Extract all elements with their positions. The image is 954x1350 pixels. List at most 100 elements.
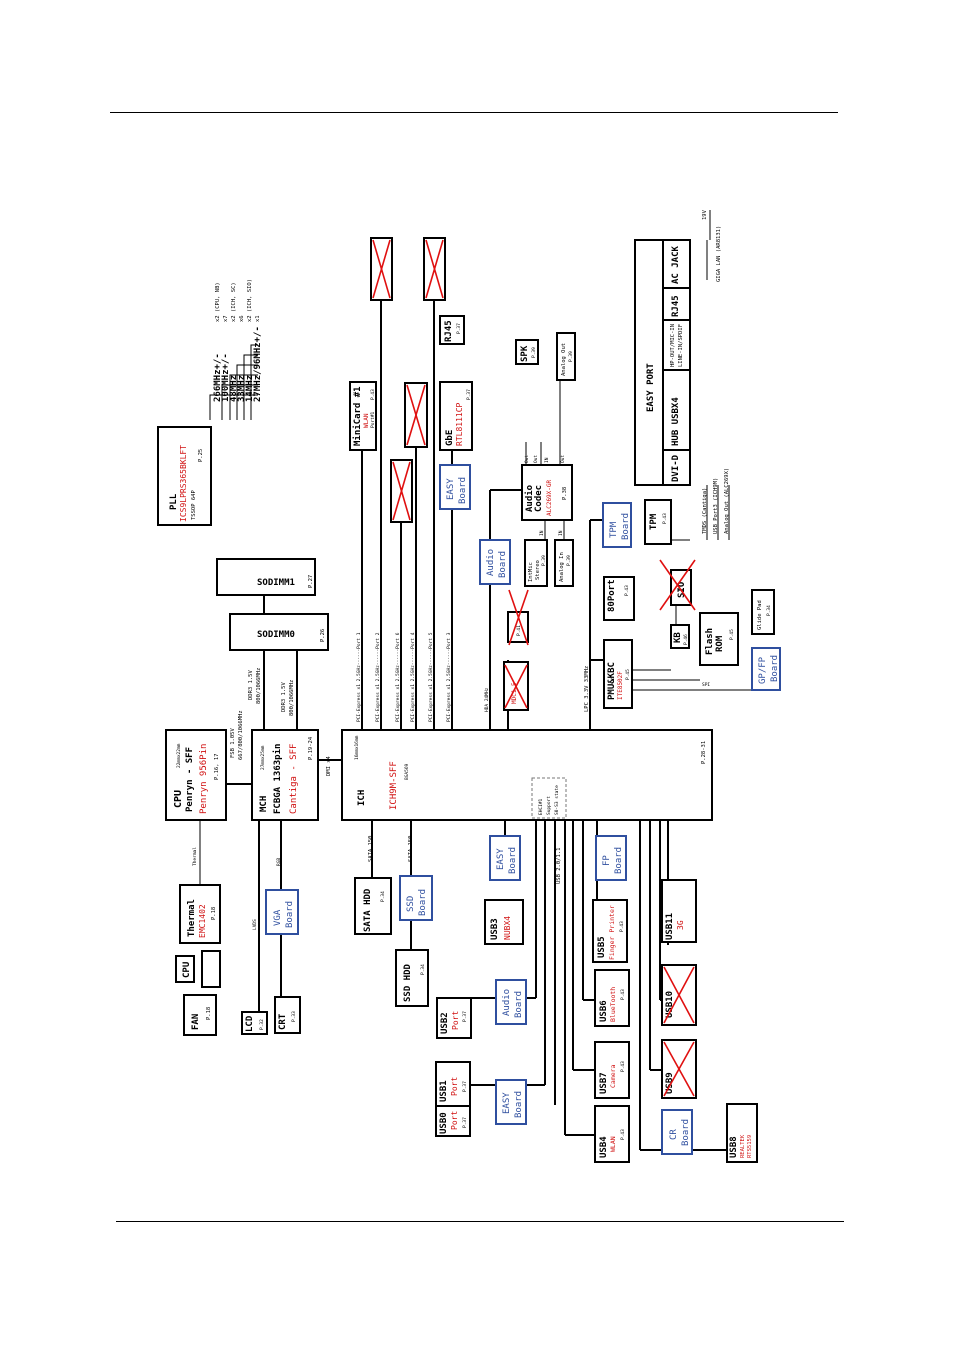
codec-port-label: IN xyxy=(558,530,564,536)
gpfp-board: GP/FP Board xyxy=(751,647,781,691)
ssd-hdd-block: SSD HDD P.34 xyxy=(395,949,429,1007)
easy-board-1-title: EASY xyxy=(496,848,506,870)
pmu-title: PMU&KBC xyxy=(607,662,617,700)
crt-title: CRT xyxy=(278,1013,288,1030)
easy-port-note: GIGA LAN (AR8131) xyxy=(716,226,722,282)
analog-in-page: P.39 xyxy=(566,555,572,566)
ehci-title: EHCI#1 xyxy=(538,798,544,815)
usb11-block: USB11 3G xyxy=(661,879,697,943)
clock-note: x2 (ICH, SIO) xyxy=(247,279,253,322)
sodimm0-title: SODIMM0 xyxy=(257,630,295,640)
pll-pkg: TSSOP 64P xyxy=(191,490,197,520)
lcd-page: P.32 xyxy=(259,1019,265,1030)
thermal-block: Thermal EMC1402 P.18 xyxy=(179,884,221,944)
usb11-part: 3G xyxy=(676,920,685,930)
pcie-label: PCI-Express x1 2.5GHz------Port 6 xyxy=(395,632,401,722)
fsb-label: FSB 1.05V xyxy=(230,728,236,758)
easy-port-line: LINE-IN/SPDIF xyxy=(678,324,684,367)
crossed-slot-2 xyxy=(423,237,446,301)
cpu-part: Penryn 956Pin xyxy=(199,744,209,814)
clock-note: x1 xyxy=(255,315,261,322)
tpm-board: TPM Board xyxy=(602,502,632,548)
fp-board-title: FP xyxy=(602,855,612,866)
pmu-part: ITE8502F xyxy=(617,671,624,700)
rj45-page: P.37 xyxy=(456,323,462,334)
clock-label: 48MHz xyxy=(229,375,239,402)
audio-codec-page: P.38 xyxy=(562,487,568,500)
tpm-board-sub: Board xyxy=(621,513,631,540)
glide-pad-page: P.34 xyxy=(766,605,772,616)
port80-block: 80Port P.43 xyxy=(603,576,635,621)
codec-port-label: Out xyxy=(524,455,530,463)
easy-port-dvi: DVI-D xyxy=(671,454,681,482)
port80-page: P.43 xyxy=(624,585,630,596)
gpfp-board-sub: Board xyxy=(770,655,780,682)
usb9-block: USB9 xyxy=(661,1039,697,1099)
lcd-block: LCD P.32 xyxy=(241,1011,268,1035)
easy-port-note: TMDS (Cantiga) xyxy=(702,488,708,534)
audio-board-2-sub: Board xyxy=(514,991,524,1018)
pcie-label: PCI-Express x1 2.5GHz------Port 2 xyxy=(375,632,381,722)
audio-board-2-title: Audio xyxy=(502,989,512,1016)
audio-codec-part: ALC269X-GR xyxy=(546,479,553,516)
easy-port-title: EASY PORT xyxy=(646,363,656,412)
glide-pad-block: Glide Pad P.34 xyxy=(751,589,775,635)
ich-part: ICH9M-SFF xyxy=(389,761,399,810)
usb8-part: RTS5159 xyxy=(747,1135,753,1158)
fp-board: FP Board xyxy=(595,835,627,881)
sio-block: SIO xyxy=(659,559,696,611)
ich-title: ICH xyxy=(357,790,367,806)
audio-board-1-title: Audio xyxy=(486,549,496,576)
sata-1-label: SATA 150 xyxy=(368,836,374,863)
clock-label: 33MHz xyxy=(237,375,247,402)
easy-port-note: USB Port3 (ICH9M) xyxy=(713,478,719,534)
fsb-speed: 667/800/1066MHz xyxy=(238,710,244,760)
pcie-label: PCI-Express x1 2.5GHz------Port 3 xyxy=(446,632,452,722)
crossed-slot-4 xyxy=(390,459,413,523)
usb1-block: USB1 Port P.37 xyxy=(435,1061,471,1107)
easy-port-hub: HUB USBX4 xyxy=(671,397,681,446)
intmic-page: P.39 xyxy=(541,555,547,566)
usb5-block: USB5 Finger Printer P.43 xyxy=(592,899,628,963)
mdc-label: MDC1.5 xyxy=(511,682,518,704)
fan-title: FAN xyxy=(191,1014,201,1030)
rj45-title: RJ45 xyxy=(444,320,454,342)
crt-page: P.33 xyxy=(291,1011,297,1022)
cpu-block: CPU 22mmx22mm Penryn - SFF Penryn 956Pin… xyxy=(165,729,227,821)
usb2-title: USB2 xyxy=(440,1012,450,1034)
clock-label: 27MHz/96MHz+/- xyxy=(253,326,263,402)
palmrest-box xyxy=(201,950,221,988)
sio-title: SIO xyxy=(677,581,687,598)
mch-block: MCH 27mmx25mm FCBGA 1363pin Cantiga - SF… xyxy=(251,729,319,821)
usb0-part: Port xyxy=(450,1111,459,1130)
usb2-bus-label: USB 2.0/1.1 xyxy=(556,848,562,884)
cpu-small-block: CPU xyxy=(175,955,195,983)
usb7-page: P.43 xyxy=(620,1061,626,1072)
intmic-block: IntMic Stereo P.39 xyxy=(524,539,548,587)
minicard-part: WLAN xyxy=(363,413,370,428)
easy-port-note: 19V xyxy=(702,209,708,220)
usb3-part: NUBX4 xyxy=(503,916,512,940)
thermal-bus: Thermal xyxy=(192,847,198,866)
usb6-block: USB6 BlueTooth P.43 xyxy=(594,969,630,1027)
spk-page: P.39 xyxy=(531,347,537,358)
ssd-hdd-page: P.34 xyxy=(420,964,426,975)
usb7-title: USB7 xyxy=(599,1072,609,1094)
thermal-title: Thermal xyxy=(187,899,197,937)
mini-crossed-label: P.41 xyxy=(516,625,522,636)
usb10-block: USB10 xyxy=(661,964,697,1026)
clock-label: 14MHz xyxy=(245,375,255,402)
easy-board-3: EASY Board xyxy=(439,464,471,510)
sata-hdd-block: SATA HDD P.34 xyxy=(354,877,392,935)
usb4-title: USB4 xyxy=(599,1136,609,1158)
ddr3-b-speed: 800/1066MHz xyxy=(289,680,295,716)
audio-board-2: Audio Board xyxy=(495,979,527,1025)
ddr3-a-speed: 800/1066MHz xyxy=(256,668,262,704)
usb1-title: USB1 xyxy=(439,1080,449,1102)
usb11-title: USB11 xyxy=(665,913,675,940)
ich-pkg: BGA569 xyxy=(404,763,410,780)
lvds-label: LVDS xyxy=(252,919,258,930)
spk-title: SPK xyxy=(520,345,530,362)
rgb-label: RGB xyxy=(276,858,282,866)
